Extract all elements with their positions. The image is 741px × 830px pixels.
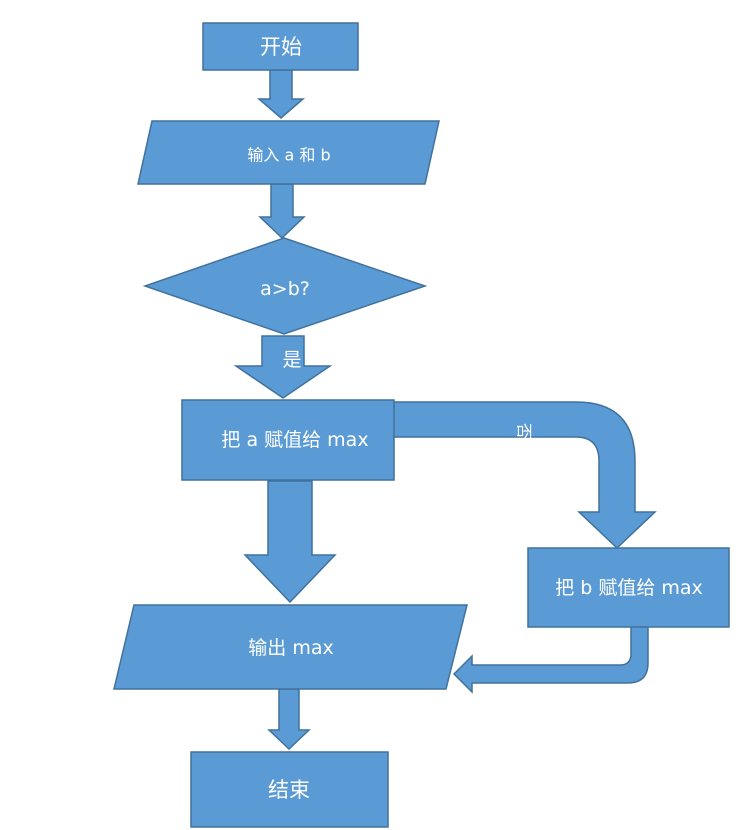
output-node (113, 604, 468, 690)
arrow-start-to-input (256, 69, 306, 119)
output-label: 输出 max (248, 637, 333, 659)
assign-a-label: 把 a 赋值给 max (221, 429, 368, 451)
end-label: 结束 (268, 778, 310, 802)
arrow-assign-b-to-output (452, 625, 649, 694)
decision-node (142, 237, 428, 335)
yes-edge-label: 是 (282, 349, 301, 371)
input-label: 输入 a 和 b (247, 146, 330, 165)
start-label: 开始 (260, 35, 302, 59)
arrow-output-to-end (267, 688, 311, 751)
assign-b-node (527, 547, 730, 628)
decision-label: a>b? (260, 278, 310, 300)
end-node (190, 751, 389, 828)
start-node (202, 22, 359, 71)
no-edge-label: 否 (515, 423, 534, 439)
arrow-yes-to-assign-a (233, 335, 333, 399)
arrow-assign-a-to-output (243, 480, 337, 604)
assign-a-node (181, 399, 395, 481)
arrow-no-to-assign-b (392, 401, 657, 550)
input-node (137, 120, 440, 185)
arrow-input-to-decision (258, 183, 306, 240)
assign-b-label: 把 b 赋值给 max (555, 577, 703, 599)
